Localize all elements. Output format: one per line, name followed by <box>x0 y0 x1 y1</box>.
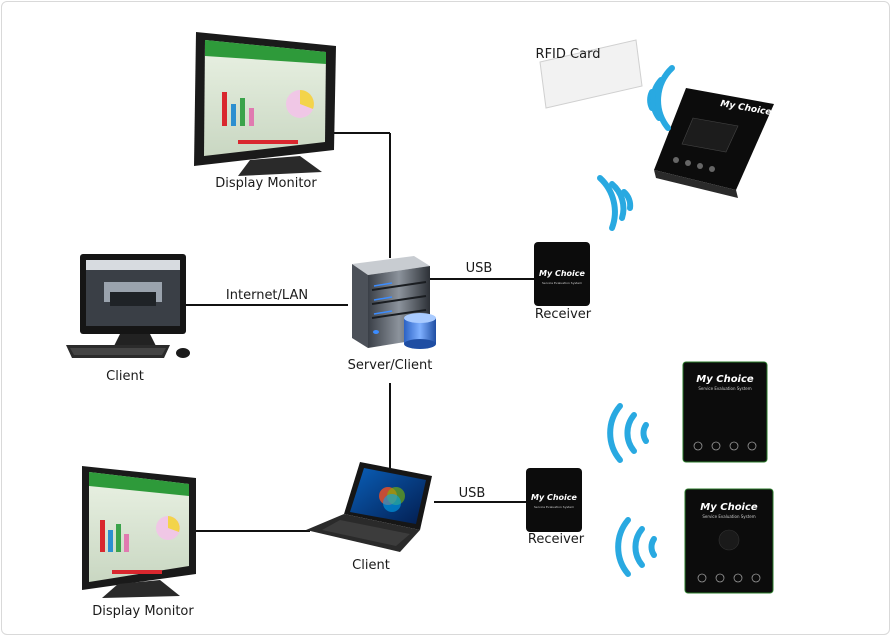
display-monitor-top <box>194 32 336 176</box>
label-receiver-bottom: Receiver <box>527 532 585 547</box>
database-icon <box>404 313 436 349</box>
laptop-client <box>306 462 432 552</box>
connection-lines <box>186 132 534 532</box>
receiver-bottom-subtitle: Service Evaluation System <box>534 505 574 509</box>
label-display-monitor-bottom: Display Monitor <box>92 604 194 619</box>
wireless-signal-icon-middle <box>607 403 649 463</box>
receiver-top-brand: My Choice <box>539 269 586 278</box>
desktop-client-left <box>66 254 190 358</box>
receiver-top-subtitle: Service Evaluation System <box>542 281 582 285</box>
receiver-bottom-brand: My Choice <box>531 493 578 502</box>
label-client-left: Client <box>106 369 144 384</box>
label-server-client: Server/Client <box>347 358 433 373</box>
label-usb-bottom: USB <box>458 486 486 501</box>
wireless-signal-icon-left-mid <box>597 175 634 231</box>
terminal-middle-brand: My Choice <box>696 374 754 385</box>
receiver-bottom: My Choice Service Evaluation System <box>526 468 582 532</box>
display-monitor-bottom <box>82 466 196 598</box>
label-rfid-card: RFID Card <box>535 47 601 62</box>
evaluation-terminal-top: My Choice <box>654 88 774 198</box>
terminal-bottom-brand: My Choice <box>700 502 758 513</box>
label-display-monitor-top: Display Monitor <box>215 176 317 191</box>
evaluation-terminal-bottom: My Choice Service Evaluation System <box>684 488 774 594</box>
evaluation-terminal-middle: My Choice Service Evaluation System <box>682 361 768 463</box>
label-internet-lan: Internet/LAN <box>225 288 309 303</box>
terminal-bottom-subtitle: Service Evaluation System <box>702 514 755 519</box>
label-client-bottom: Client <box>352 558 390 573</box>
rfid-card-icon <box>539 39 643 109</box>
terminal-middle-subtitle: Service Evaluation System <box>698 386 751 391</box>
receiver-top: My Choice Service Evaluation System <box>534 242 590 306</box>
wireless-signal-icon-bottom <box>615 517 657 577</box>
label-receiver-top: Receiver <box>534 307 592 322</box>
wireless-signal-icon-top <box>647 65 675 131</box>
label-usb-top: USB <box>465 261 493 276</box>
